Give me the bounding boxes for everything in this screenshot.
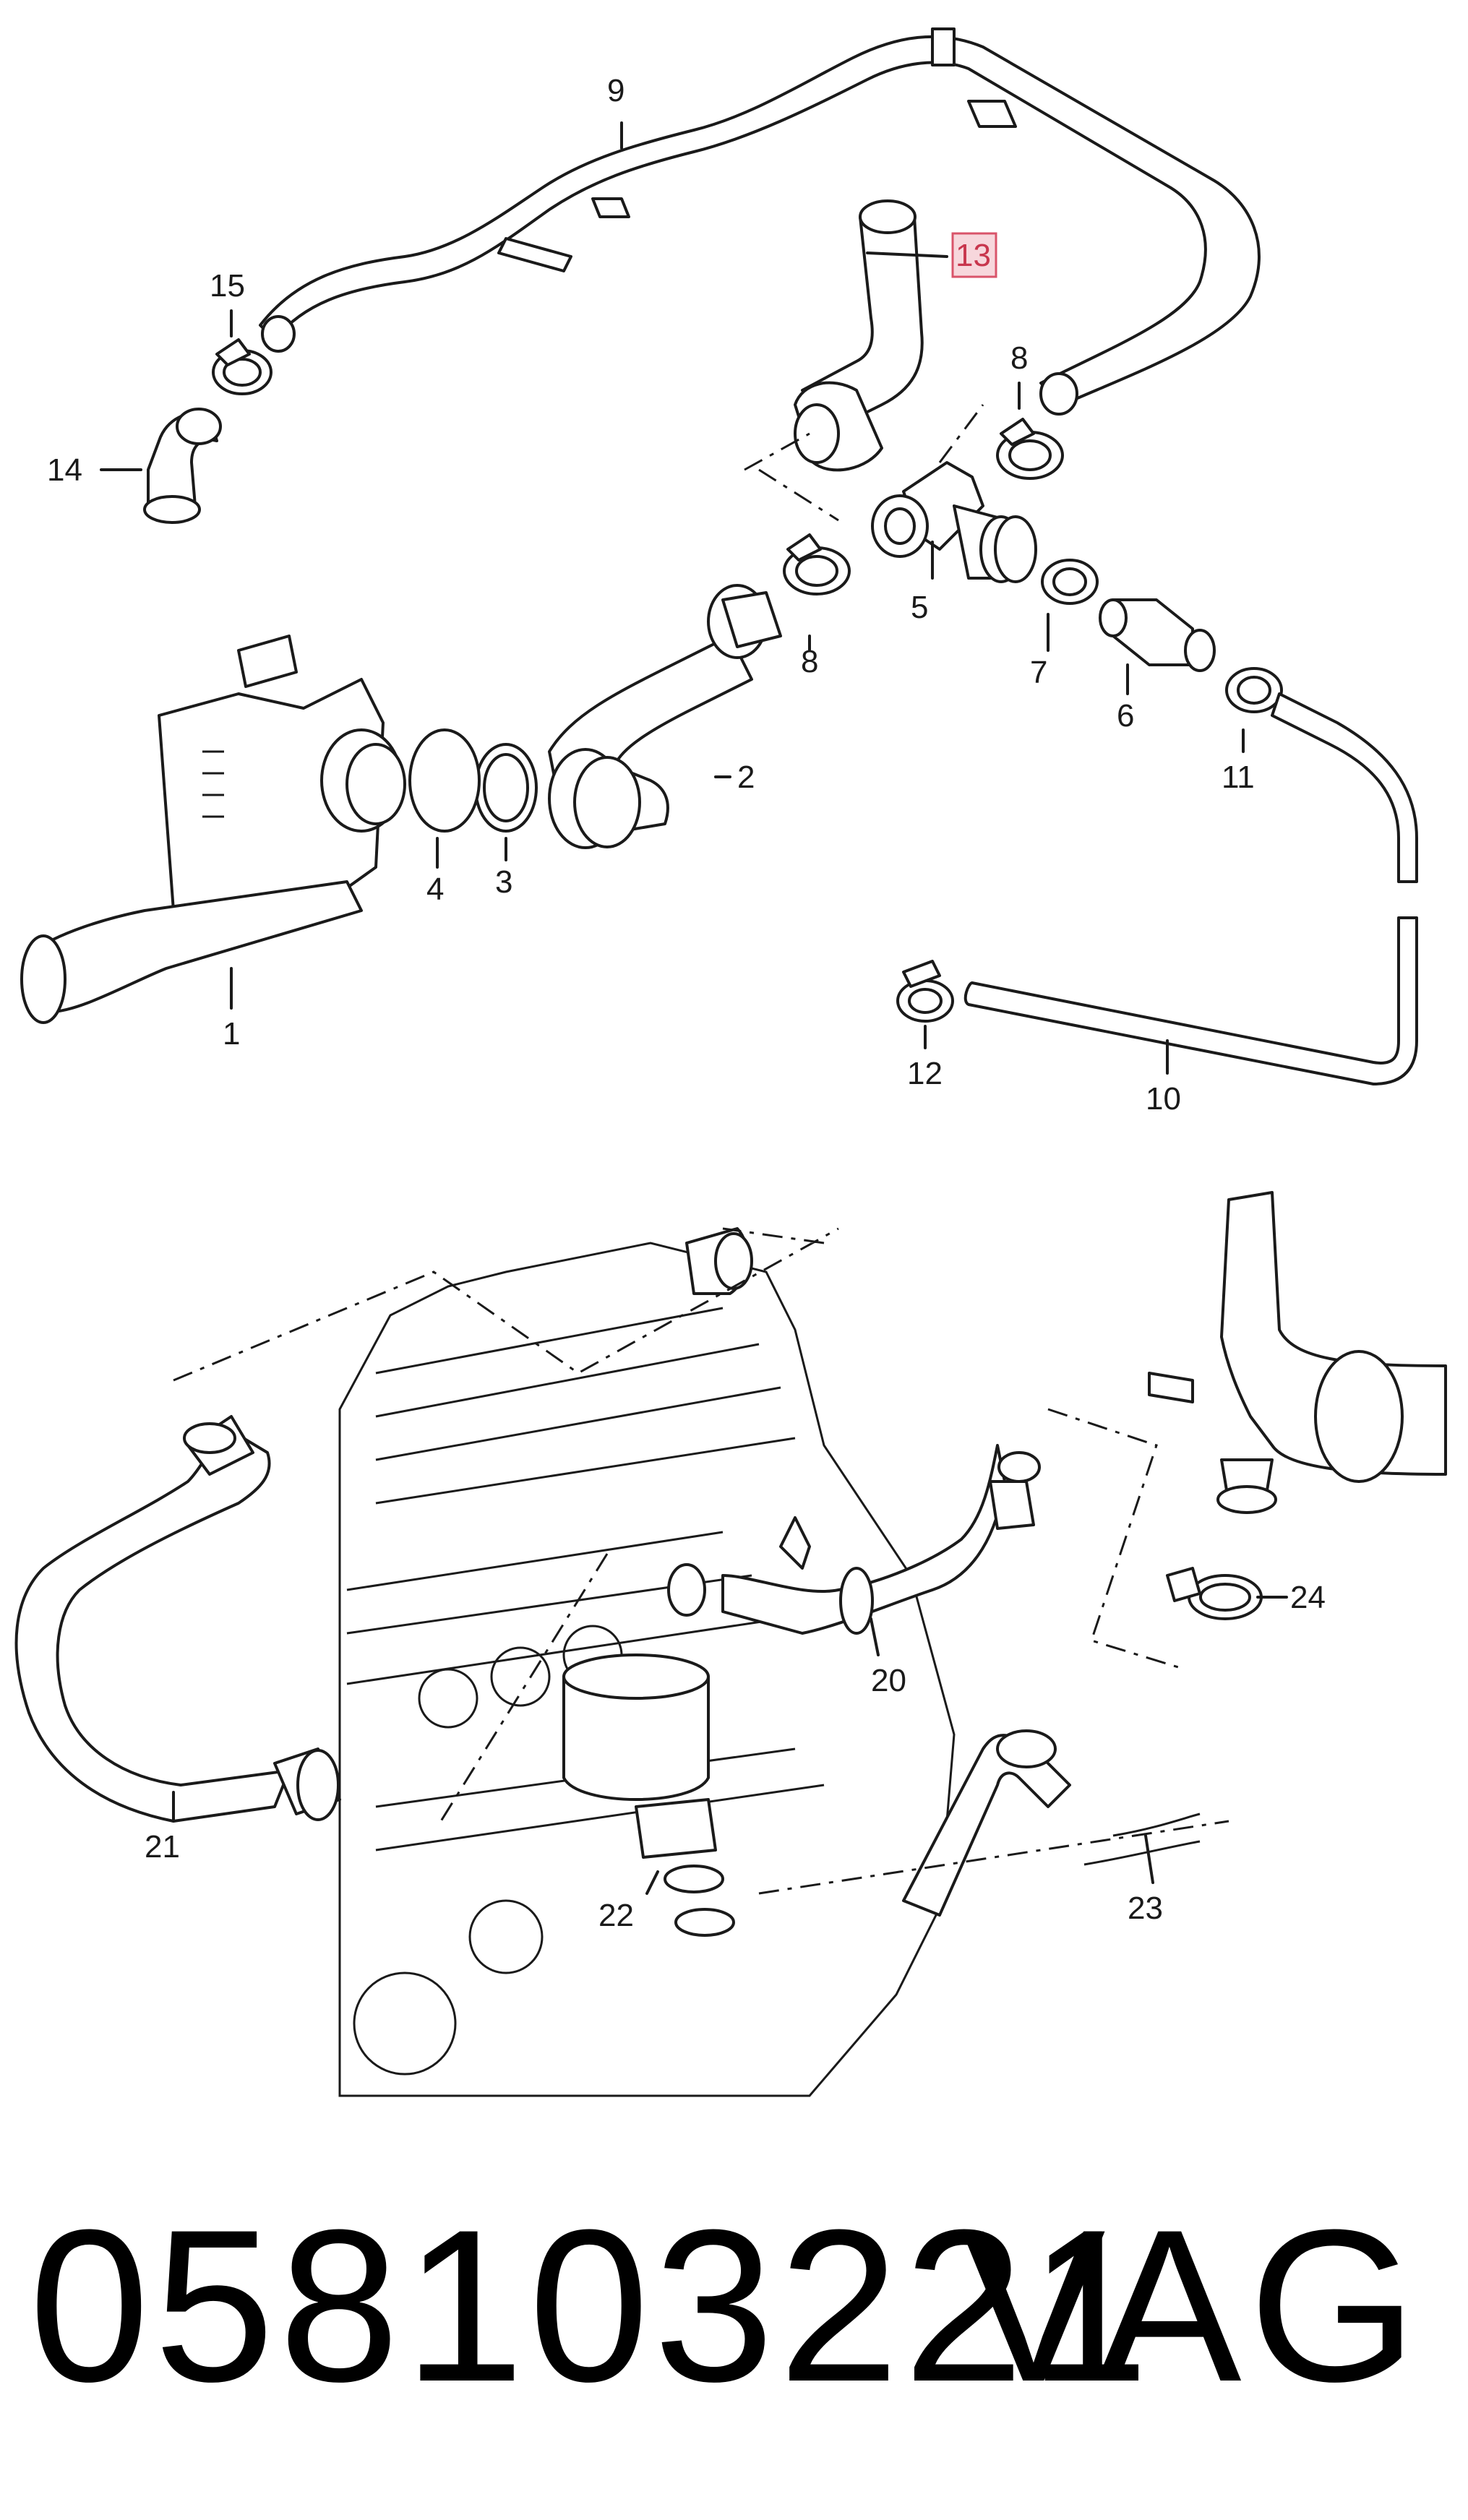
callout-10: 10	[1146, 1081, 1181, 1117]
part-3-o-ring	[474, 743, 538, 833]
parts-diagram: 9 15 14 13 8 5 8 7 6 11 2 3 4 1 12 10 24…	[14, 27, 1447, 2097]
callout-20: 20	[871, 1663, 906, 1698]
callout-21: 21	[145, 1829, 180, 1865]
part-24-clamp	[1166, 1567, 1263, 1620]
callout-6: 6	[1117, 698, 1134, 734]
callout-1: 1	[223, 1016, 240, 1052]
callout-15: 15	[210, 268, 245, 304]
leader-dash-lower	[173, 1227, 1229, 1895]
part-12-clamp	[896, 960, 954, 1023]
callout-12: 12	[907, 1056, 943, 1091]
part-10-hose	[963, 692, 1418, 1085]
callout-2: 2	[737, 760, 755, 795]
part-20-hose	[667, 1444, 1041, 1635]
callout-9: 9	[607, 73, 624, 108]
part-8-clamp-upper	[996, 418, 1064, 480]
leader-lines	[100, 121, 1288, 1895]
callout-5: 5	[911, 590, 928, 625]
leader-dash-upper	[938, 404, 984, 463]
callout-13: 13	[956, 238, 991, 273]
callout-22: 22	[598, 1898, 634, 1933]
part-6-valve	[1099, 598, 1216, 672]
callout-7: 7	[1030, 655, 1047, 690]
part-2-hose	[548, 584, 782, 849]
part-14-elbow	[143, 408, 222, 524]
callout-13-highlight: 13	[951, 232, 997, 278]
part-22-seal	[562, 1654, 735, 1937]
callout-8-lower: 8	[801, 644, 818, 679]
callout-23: 23	[1128, 1891, 1163, 1926]
part-7-clamp	[1041, 559, 1099, 605]
part-4-gasket	[408, 728, 481, 833]
part-1-oil-separator	[20, 635, 406, 1024]
part-21-hose	[14, 1415, 341, 1823]
part-8-clamp-lower	[783, 533, 851, 595]
part-15-clamp	[212, 338, 272, 395]
part-9-breather-pipe	[259, 27, 1261, 416]
intake-pipe	[1148, 1191, 1447, 1514]
part-13-hose	[794, 199, 924, 472]
callout-4: 4	[426, 872, 444, 907]
callout-11: 11	[1222, 760, 1255, 795]
part-5-t-connector	[871, 461, 1037, 583]
part-23-hose	[902, 1729, 1201, 1917]
callout-3: 3	[495, 864, 512, 900]
brand-name: VAG	[961, 2184, 1425, 2427]
callout-8-upper: 8	[1010, 340, 1028, 376]
part-number: 058103221	[29, 2184, 1154, 2427]
part-11-clamp	[1225, 667, 1283, 713]
callout-24: 24	[1290, 1580, 1326, 1615]
callout-14: 14	[47, 452, 82, 488]
leader-dash-13	[744, 432, 839, 522]
